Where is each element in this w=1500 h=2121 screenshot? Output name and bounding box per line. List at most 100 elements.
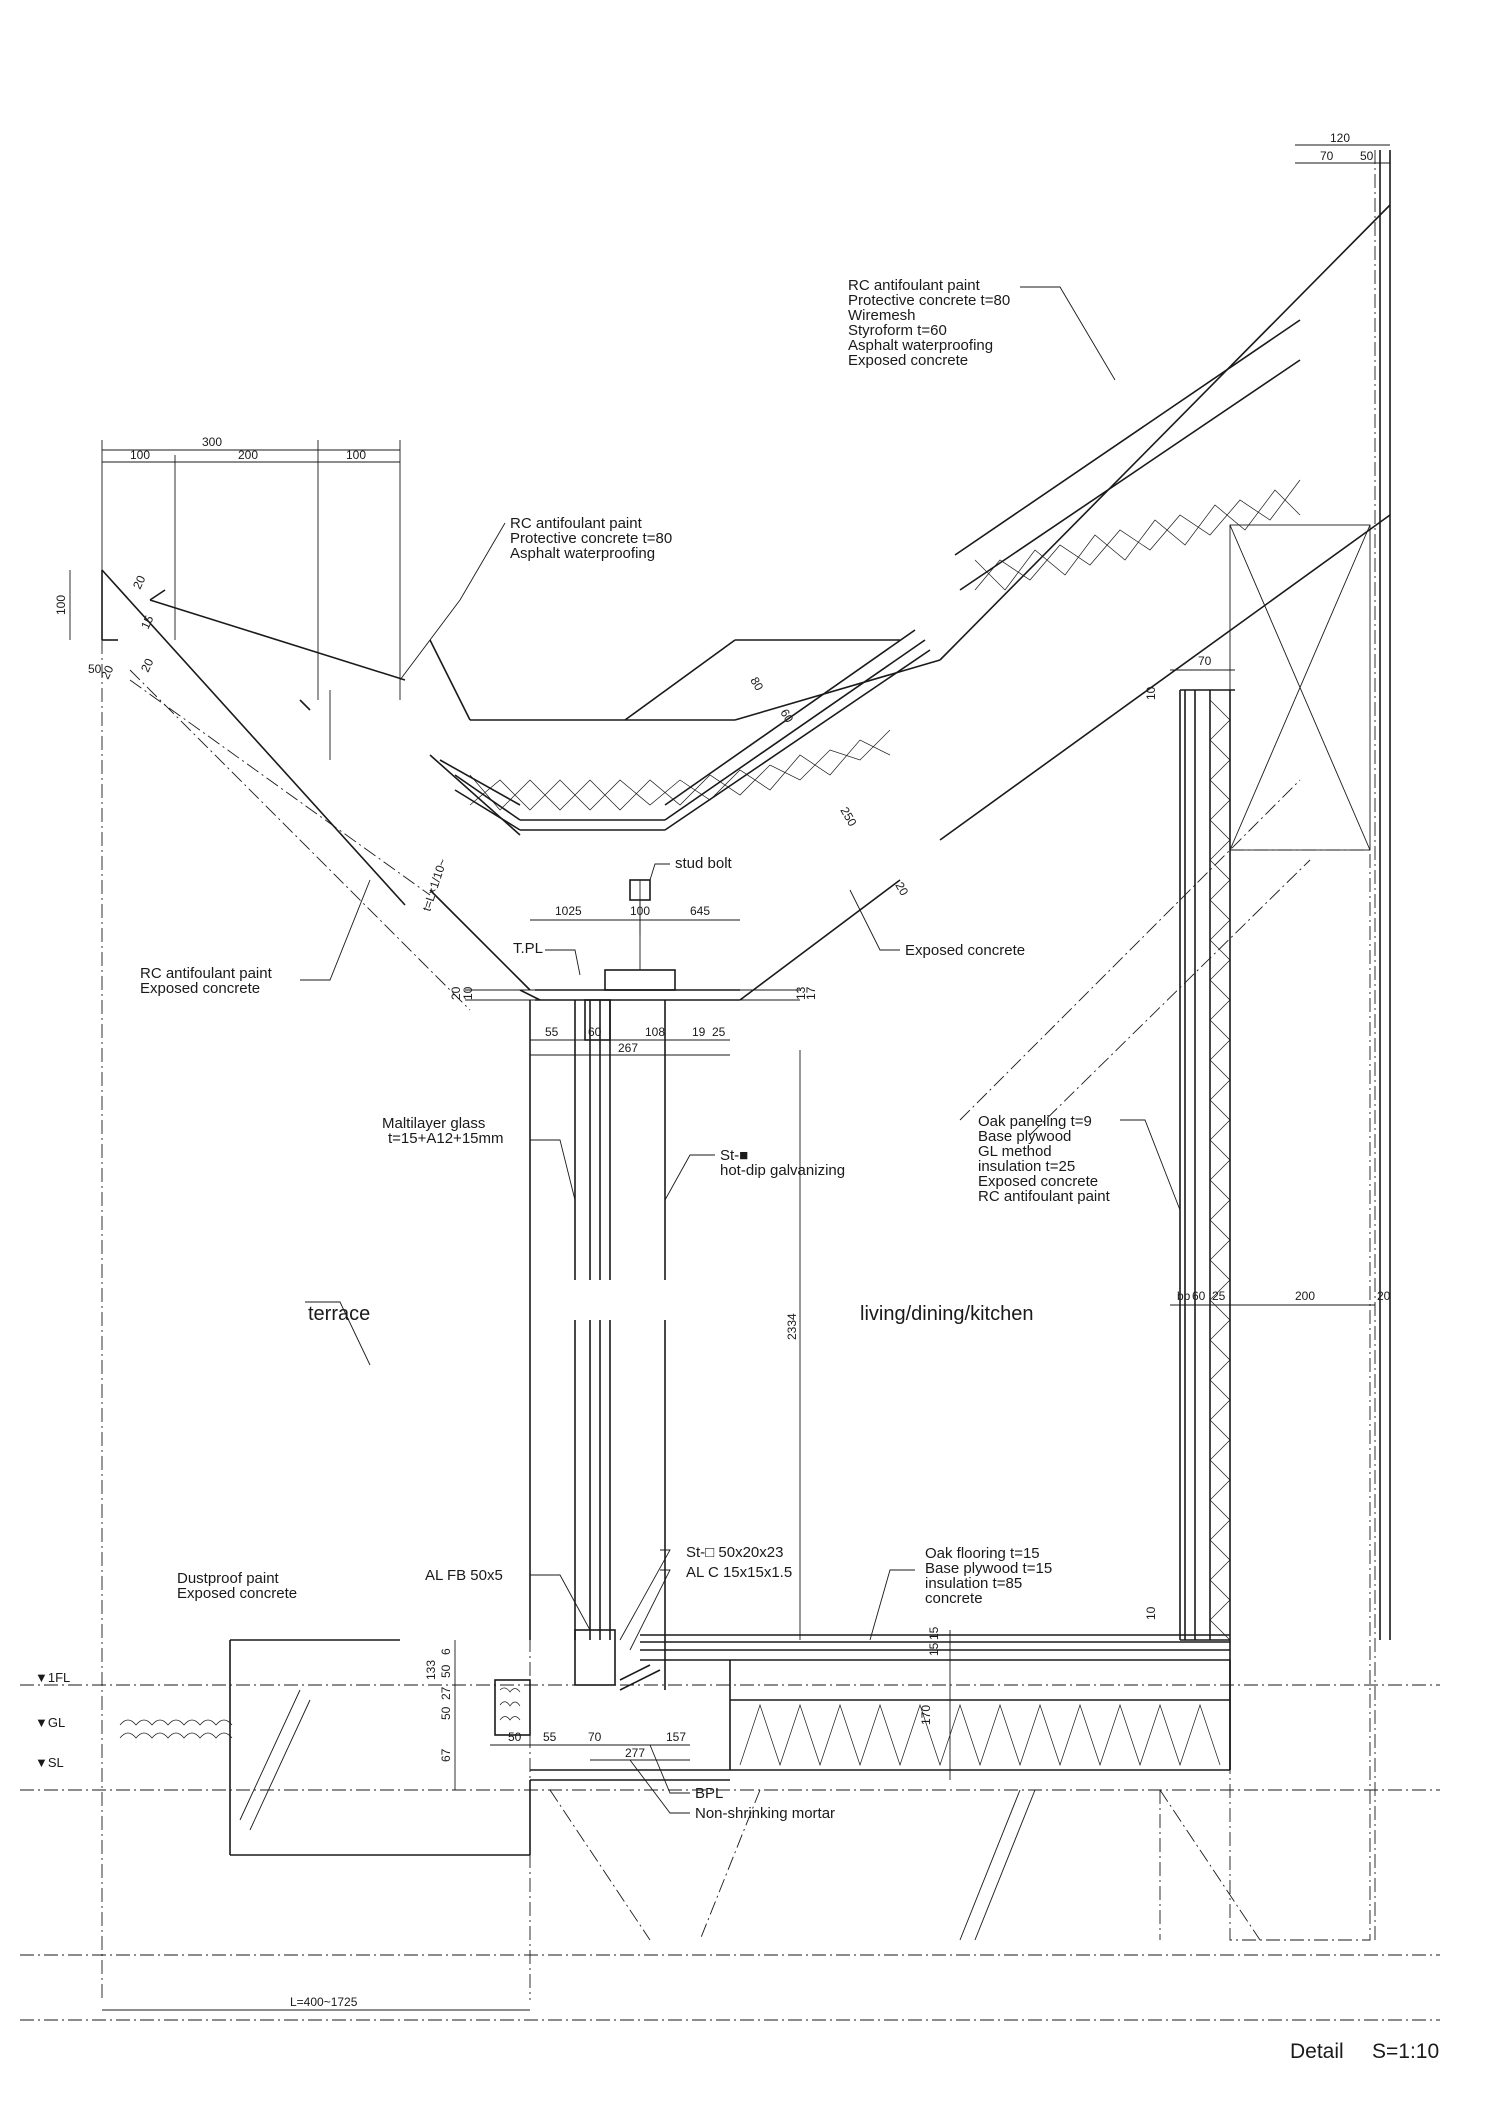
svg-text:insulation t=85: insulation t=85 xyxy=(925,1575,1022,1592)
wall-note: Oak paneling t=9 Base plywood GL method … xyxy=(978,1113,1111,1205)
leader-lines xyxy=(300,286,1181,1814)
svg-text:Maltilayer glass: Maltilayer glass xyxy=(382,1115,485,1132)
svg-text:20: 20 xyxy=(892,880,911,899)
svg-text:10: 10 xyxy=(1144,1606,1158,1620)
dimension-lines xyxy=(69,144,1390,2011)
svg-text:133: 133 xyxy=(424,1660,438,1680)
svg-text:10: 10 xyxy=(1144,686,1158,700)
svg-text:120: 120 xyxy=(1330,131,1350,145)
foundation xyxy=(119,1639,1261,1941)
svg-text:25: 25 xyxy=(712,1025,726,1039)
svg-text:t=15+A12+15mm: t=15+A12+15mm xyxy=(388,1130,504,1147)
drawing-title: Detail xyxy=(1290,2040,1344,2063)
svg-text:70: 70 xyxy=(1198,654,1212,668)
svg-text:L=400~1725: L=400~1725 xyxy=(290,1995,358,2009)
svg-text:55: 55 xyxy=(545,1025,559,1039)
svg-text:Protective concrete t=80: Protective concrete t=80 xyxy=(848,292,1010,309)
svg-text:100: 100 xyxy=(346,448,366,462)
svg-text:55: 55 xyxy=(543,1730,557,1744)
svg-text:60: 60 xyxy=(1192,1289,1206,1303)
level-gl: ▼GL xyxy=(35,1715,65,1730)
svg-text:250: 250 xyxy=(837,805,859,830)
svg-text:300: 300 xyxy=(202,435,222,449)
exposed-concrete-label: Exposed concrete xyxy=(905,942,1025,959)
svg-text:50: 50 xyxy=(88,662,102,676)
svg-text:50: 50 xyxy=(508,1730,522,1744)
svg-text:insulation t=25: insulation t=25 xyxy=(978,1158,1075,1175)
st-channel-label: St-□ 50x20x23 xyxy=(686,1544,783,1561)
svg-text:hot-dip galvanizing: hot-dip galvanizing xyxy=(720,1162,845,1179)
floor-buildup xyxy=(640,1634,1231,1771)
svg-text:Asphalt waterproofing: Asphalt waterproofing xyxy=(848,337,993,354)
svg-text:bb: bb xyxy=(1177,1289,1191,1303)
svg-text:200: 200 xyxy=(1295,1289,1315,1303)
svg-text:RC antifoulant paint: RC antifoulant paint xyxy=(510,515,643,532)
svg-text:RC antifoulant paint: RC antifoulant paint xyxy=(978,1188,1111,1205)
level-sl: ▼SL xyxy=(35,1755,64,1770)
mortar-label: Non-shrinking mortar xyxy=(695,1805,835,1822)
roof-eave xyxy=(101,569,471,1011)
right-wall xyxy=(1179,150,1391,1941)
room-label-living: living/dining/kitchen xyxy=(860,1303,1033,1325)
svg-text:100: 100 xyxy=(130,448,150,462)
svg-text:Styroform t=60: Styroform t=60 xyxy=(848,322,947,339)
tpl-label: T.PL xyxy=(513,940,543,957)
svg-text:50: 50 xyxy=(1360,149,1374,163)
roof-slab xyxy=(429,204,1391,1001)
reference-lines xyxy=(20,150,1440,2021)
dimension-text: 120 70 50 300 100 200 100 100 20 15 50 2… xyxy=(54,131,1391,2009)
svg-text:200: 200 xyxy=(238,448,258,462)
svg-text:157: 157 xyxy=(666,1730,686,1744)
svg-text:20: 20 xyxy=(130,573,148,591)
svg-text:Oak flooring t=15: Oak flooring t=15 xyxy=(925,1545,1040,1562)
svg-text:GL method: GL method xyxy=(978,1143,1052,1160)
svg-text:13: 13 xyxy=(794,986,808,1000)
svg-text:80: 80 xyxy=(747,675,766,694)
svg-text:645: 645 xyxy=(690,904,710,918)
svg-text:67: 67 xyxy=(439,1748,453,1762)
svg-text:20: 20 xyxy=(138,656,156,674)
al-fb-label: AL FB 50x5 xyxy=(425,1567,503,1584)
svg-text:70: 70 xyxy=(588,1730,602,1744)
glass-note: Maltilayer glass t=15+A12+15mm xyxy=(382,1115,504,1147)
roof-eave-note: RC antifoulant paint Protective concrete… xyxy=(510,515,672,562)
floor-note: Oak flooring t=15 Base plywood t=15 insu… xyxy=(925,1545,1052,1607)
svg-text:100: 100 xyxy=(630,904,650,918)
svg-text:15: 15 xyxy=(927,1642,941,1656)
svg-text:170: 170 xyxy=(919,1705,933,1725)
svg-text:17: 17 xyxy=(804,986,818,1000)
drawing-scale: S=1:10 xyxy=(1372,2040,1439,2063)
svg-text:1025: 1025 xyxy=(555,904,582,918)
svg-text:RC antifoulant paint: RC antifoulant paint xyxy=(848,277,981,294)
svg-text:RC antifoulant paint: RC antifoulant paint xyxy=(140,965,273,982)
svg-text:108: 108 xyxy=(645,1025,665,1039)
svg-text:Wiremesh: Wiremesh xyxy=(848,307,916,324)
svg-text:50: 50 xyxy=(439,1706,453,1720)
svg-text:25: 25 xyxy=(1212,1289,1226,1303)
svg-text:St-■: St-■ xyxy=(720,1147,748,1164)
bpl-label: BPL xyxy=(695,1785,723,1802)
svg-text:277: 277 xyxy=(625,1746,645,1760)
svg-text:Exposed concrete: Exposed concrete xyxy=(978,1173,1098,1190)
svg-text:Base plywood: Base plywood xyxy=(978,1128,1071,1145)
svg-text:Protective concrete t=80: Protective concrete t=80 xyxy=(510,530,672,547)
svg-text:Oak paneling t=9: Oak paneling t=9 xyxy=(978,1113,1092,1130)
svg-text:27: 27 xyxy=(439,1686,453,1700)
svg-text:6: 6 xyxy=(439,1648,453,1655)
svg-text:concrete: concrete xyxy=(925,1590,983,1607)
svg-text:15: 15 xyxy=(138,613,156,631)
svg-text:267: 267 xyxy=(618,1041,638,1055)
svg-text:60: 60 xyxy=(777,707,796,726)
svg-text:20: 20 xyxy=(98,663,116,681)
svg-text:20: 20 xyxy=(1377,1289,1391,1303)
al-c-label: AL C 15x15x1.5 xyxy=(686,1564,792,1581)
svg-text:100: 100 xyxy=(54,595,68,615)
level-1fl: ▼1FL xyxy=(35,1670,70,1685)
dustproof-note: Dustproof paint Exposed concrete xyxy=(177,1570,297,1602)
svg-text:Exposed concrete: Exposed concrete xyxy=(140,980,260,997)
svg-text:10: 10 xyxy=(461,986,475,1000)
steel-note: St-■ hot-dip galvanizing xyxy=(720,1147,845,1179)
roof-upper-note: RC antifoulant paint Protective concrete… xyxy=(848,277,1010,369)
svg-text:15: 15 xyxy=(927,1626,941,1640)
